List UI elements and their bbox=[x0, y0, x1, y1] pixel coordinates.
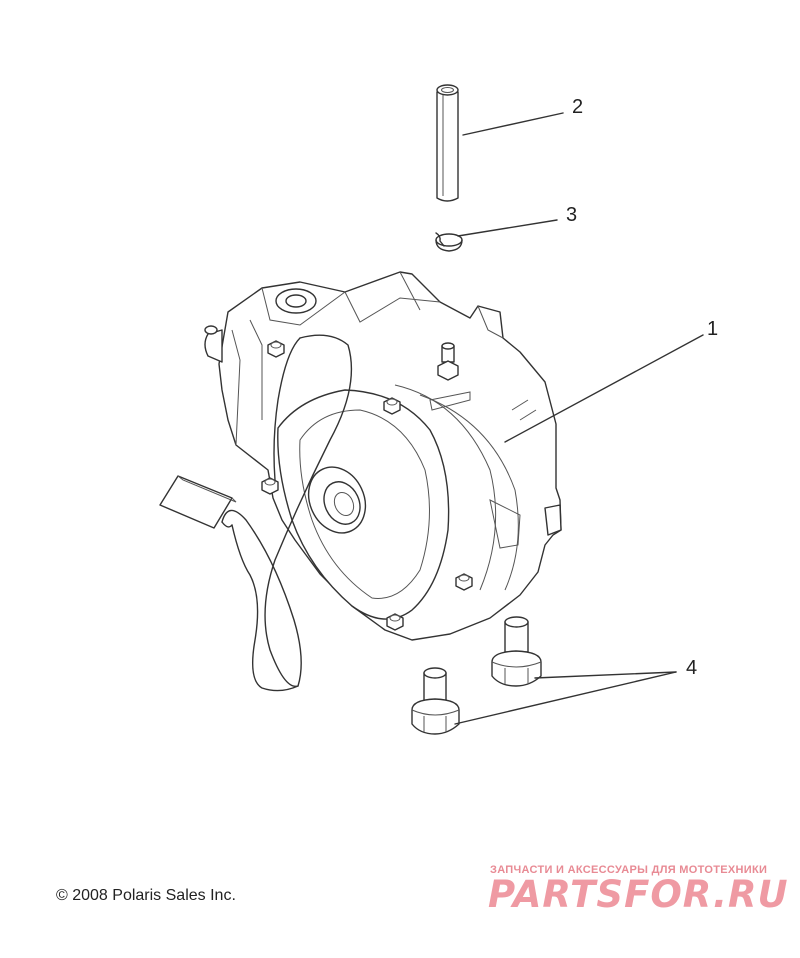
sensor-wire-harness bbox=[159, 334, 353, 692]
housing-bolt bbox=[455, 573, 473, 591]
vent-hose-part-2 bbox=[436, 84, 459, 202]
callout-1: 1 bbox=[707, 318, 719, 340]
housing-bolt bbox=[261, 477, 279, 495]
watermark-tagline: ЗАПЧАСТИ И АКСЕССУАРЫ ДЛЯ МОТОТЕХНИКИ bbox=[490, 864, 768, 876]
callout-4: 4 bbox=[686, 657, 698, 679]
copyright-notice: © 2008 Polaris Sales Inc. bbox=[56, 887, 236, 904]
callout-3: 3 bbox=[566, 204, 578, 226]
callout-2: 2 bbox=[572, 96, 584, 118]
gearcase-housing-part-1 bbox=[204, 271, 562, 641]
mounting-bolt-part-4 bbox=[411, 667, 460, 735]
hose-clamp-part-3 bbox=[435, 232, 463, 252]
housing-bolt bbox=[267, 340, 285, 358]
mounting-bolt-part-4 bbox=[491, 616, 542, 687]
vent-fitting bbox=[437, 342, 459, 381]
housing-bolt bbox=[383, 397, 401, 415]
watermark-logo: PARTSFOR.RU bbox=[488, 873, 789, 916]
leader-lines bbox=[454, 112, 704, 725]
housing-bolt bbox=[386, 613, 404, 631]
